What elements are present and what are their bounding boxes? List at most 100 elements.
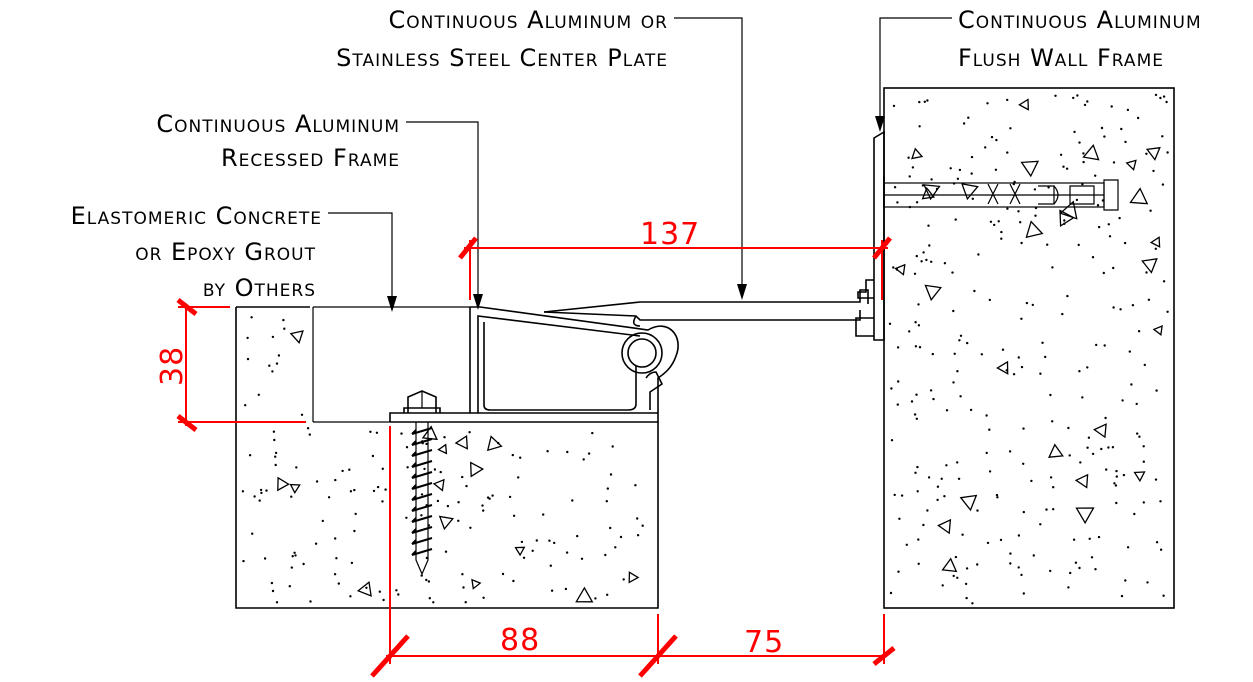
- hatch-dot: [372, 489, 376, 493]
- hatch-dot: [1147, 298, 1151, 301]
- hatch-dot: [1102, 271, 1106, 275]
- hatch-dot: [290, 566, 293, 569]
- hatch-dot: [896, 403, 899, 406]
- screw-thread: [411, 537, 433, 545]
- anchor-screw-icon: [403, 390, 441, 576]
- hatch-dot: [306, 427, 310, 430]
- hatch-dot: [605, 500, 608, 503]
- hatch-dot: [349, 595, 352, 598]
- hatch-dot: [917, 303, 920, 306]
- screw-thread: [411, 482, 433, 490]
- hatch-dot: [1000, 237, 1003, 240]
- hatch-dot: [439, 470, 442, 474]
- hatch-triangle: [1141, 257, 1158, 274]
- hatch-dot: [953, 352, 956, 355]
- dimension-38: 38: [155, 346, 190, 386]
- label-recessed-frame-line1: Continuous Aluminum: [156, 110, 400, 138]
- hatch-dot: [321, 519, 324, 523]
- hatch-dot: [482, 509, 485, 512]
- hatch-dot: [337, 582, 340, 585]
- hatch-dot: [1135, 402, 1138, 406]
- hatch-dot: [1118, 216, 1121, 220]
- hatch-dot: [971, 197, 974, 200]
- hatch-dot: [1017, 210, 1020, 213]
- hatch-dot: [465, 484, 468, 488]
- hatch-dot: [1049, 393, 1052, 397]
- hatch-dot: [961, 533, 964, 536]
- hatch-dot: [576, 534, 579, 538]
- hatch-dot: [272, 430, 276, 433]
- hatch-dot: [922, 523, 925, 527]
- screw-thread: [411, 548, 433, 556]
- hatch-dot: [926, 509, 929, 512]
- hatch-dot: [964, 582, 968, 586]
- hatch-dot: [1161, 183, 1165, 186]
- hatch-triangle: [996, 360, 1009, 375]
- hatch-dot: [259, 488, 263, 492]
- hatch-dot: [1006, 98, 1009, 102]
- hatch-dot: [911, 166, 915, 169]
- hatch-dot: [897, 570, 900, 573]
- hatch-triangle: [924, 284, 943, 302]
- hatch-dot: [1100, 126, 1104, 130]
- hatch-triangle: [1145, 146, 1161, 161]
- hatch-dot: [420, 493, 424, 496]
- hatch-triangle: [1129, 187, 1149, 205]
- hatch-dot: [1063, 219, 1066, 222]
- hatch-dot: [350, 561, 354, 565]
- hatch-triangle: [923, 184, 941, 201]
- hatch-dot: [956, 177, 960, 180]
- hatch-dot: [1130, 383, 1133, 386]
- hatch-dot: [985, 451, 988, 455]
- hatch-dot: [958, 168, 962, 172]
- hatch-dot: [913, 413, 917, 416]
- hatch-dot: [1017, 534, 1021, 537]
- hatch-dot: [1143, 363, 1147, 367]
- screw-thread: [411, 526, 433, 534]
- hatch-dot: [900, 494, 904, 497]
- hatch-dot: [928, 244, 931, 247]
- hatch-triangle: [628, 571, 640, 584]
- hatch-dot: [1022, 510, 1025, 514]
- hatch-dot: [461, 475, 464, 479]
- hatch-dot: [925, 258, 928, 262]
- hatch-dot: [930, 260, 933, 263]
- hatch-dot: [609, 473, 613, 476]
- dimension-75: 75: [744, 625, 784, 660]
- hatch-dot: [609, 526, 612, 530]
- hatch-dot: [1020, 317, 1023, 320]
- hatch-dot: [542, 513, 545, 516]
- hatch-dot: [251, 532, 254, 535]
- hatch-triangle: [1125, 159, 1137, 171]
- hatch-triangle: [1093, 423, 1107, 439]
- hatch-dot: [1142, 501, 1146, 504]
- hatch-dot: [986, 102, 989, 105]
- hatch-dot: [1045, 508, 1048, 511]
- hatch-dot: [1110, 105, 1113, 108]
- hatch-dot: [397, 593, 400, 596]
- hatch-dot: [273, 438, 276, 442]
- hatch-dot: [250, 316, 253, 319]
- hatch-dot: [956, 370, 959, 373]
- hatch-dot: [927, 476, 931, 479]
- hatch-dot: [905, 543, 908, 546]
- hatch-dot: [892, 104, 896, 108]
- hatch-dot: [271, 335, 275, 339]
- hatch-dot: [1094, 174, 1097, 177]
- hatch-dot: [1081, 396, 1084, 399]
- hatch-dot: [986, 541, 990, 545]
- hatch-triangle: [1075, 507, 1095, 525]
- label-center-plate-line1: Continuous Aluminum or: [389, 6, 668, 34]
- hatch-dot: [1049, 476, 1053, 479]
- label-elastomeric-line1: Elastomeric Concrete: [71, 202, 322, 230]
- hatch-dot: [335, 557, 338, 560]
- hatch-dot: [270, 581, 274, 585]
- hatch-dot: [1090, 556, 1094, 559]
- hatch-dot: [535, 539, 538, 542]
- hatch-dot: [1025, 301, 1029, 305]
- hatch-dot: [522, 556, 526, 559]
- hatch-triangle: [356, 580, 372, 597]
- hatch-dot: [520, 540, 524, 544]
- hatch-triangle: [1082, 144, 1100, 161]
- hatch-dot: [334, 478, 337, 482]
